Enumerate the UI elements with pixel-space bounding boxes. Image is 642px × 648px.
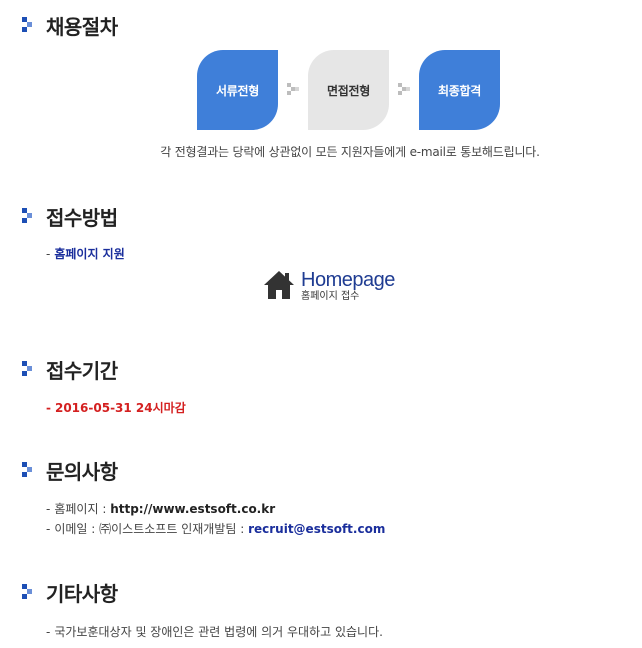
dash: - — [46, 401, 51, 415]
method-line: -홈페이지 지원 — [46, 245, 125, 262]
etc-line: -국가보훈대상자 및 장애인은 관련 법령에 의거 우대하고 있습니다. — [46, 623, 383, 640]
process-steps: 서류전형 면접전형 최종합격 — [197, 50, 500, 130]
section-title-text: 접수기간 — [46, 358, 118, 383]
section-title-process: 채용절차 — [22, 10, 118, 40]
step-connector-icon — [278, 50, 308, 130]
etc-text: 국가보훈대상자 및 장애인은 관련 법령에 의거 우대하고 있습니다. — [54, 625, 383, 639]
section-title-text: 접수방법 — [46, 205, 118, 230]
dash: - — [46, 625, 51, 639]
section-title-text: 기타사항 — [46, 581, 118, 606]
section-title-method: 접수방법 — [22, 201, 118, 231]
inquiry-email-link[interactable]: recruit@estsoft.com — [248, 522, 386, 536]
homepage-label: Homepage — [301, 269, 395, 291]
inquiry-homepage-label: 홈페이지 : — [54, 502, 111, 516]
bullet-squares-icon — [22, 462, 36, 478]
bullet-squares-icon — [22, 584, 36, 600]
process-note: 각 전형결과는 당락에 상관없이 모든 지원자들에게 e-mail로 통보해드립… — [160, 145, 540, 159]
deadline: 2016-05-31 24시마감 — [54, 401, 186, 415]
inquiry-homepage-line: -홈페이지 : http://www.estsoft.co.kr — [46, 500, 275, 517]
inquiry-email-line: -이메일 : ㈜이스트소프트 인재개발팀 : recruit@estsoft.c… — [46, 520, 385, 537]
step-final-pass: 최종합격 — [419, 50, 500, 130]
inquiry-email-label: 이메일 : ㈜이스트소프트 인재개발팀 : — [54, 522, 249, 536]
method-item: 홈페이지 지원 — [54, 247, 125, 261]
section-title-inquiry: 문의사항 — [22, 455, 118, 485]
dash: - — [46, 522, 51, 536]
inquiry-homepage-link[interactable]: http://www.estsoft.co.kr — [110, 502, 276, 516]
step-connector-icon — [389, 50, 419, 130]
dash: - — [46, 247, 51, 261]
homepage-sublabel: 홈페이지 접수 — [301, 291, 360, 302]
section-title-text: 문의사항 — [46, 459, 118, 484]
homepage-text: Homepage 홈페이지 접수 — [301, 269, 395, 303]
section-title-text: 채용절차 — [46, 14, 118, 39]
bullet-squares-icon — [22, 361, 36, 377]
bullet-squares-icon — [22, 17, 36, 33]
homepage-link[interactable]: Homepage 홈페이지 접수 — [263, 269, 395, 303]
house-icon — [264, 271, 294, 299]
section-title-etc: 기타사항 — [22, 577, 118, 607]
step-interview: 면접전형 — [308, 50, 389, 130]
section-title-period: 접수기간 — [22, 354, 118, 384]
dash: - — [46, 502, 51, 516]
period-line: -2016-05-31 24시마감 — [46, 399, 186, 416]
bullet-squares-icon — [22, 208, 36, 224]
step-document-screening: 서류전형 — [197, 50, 278, 130]
